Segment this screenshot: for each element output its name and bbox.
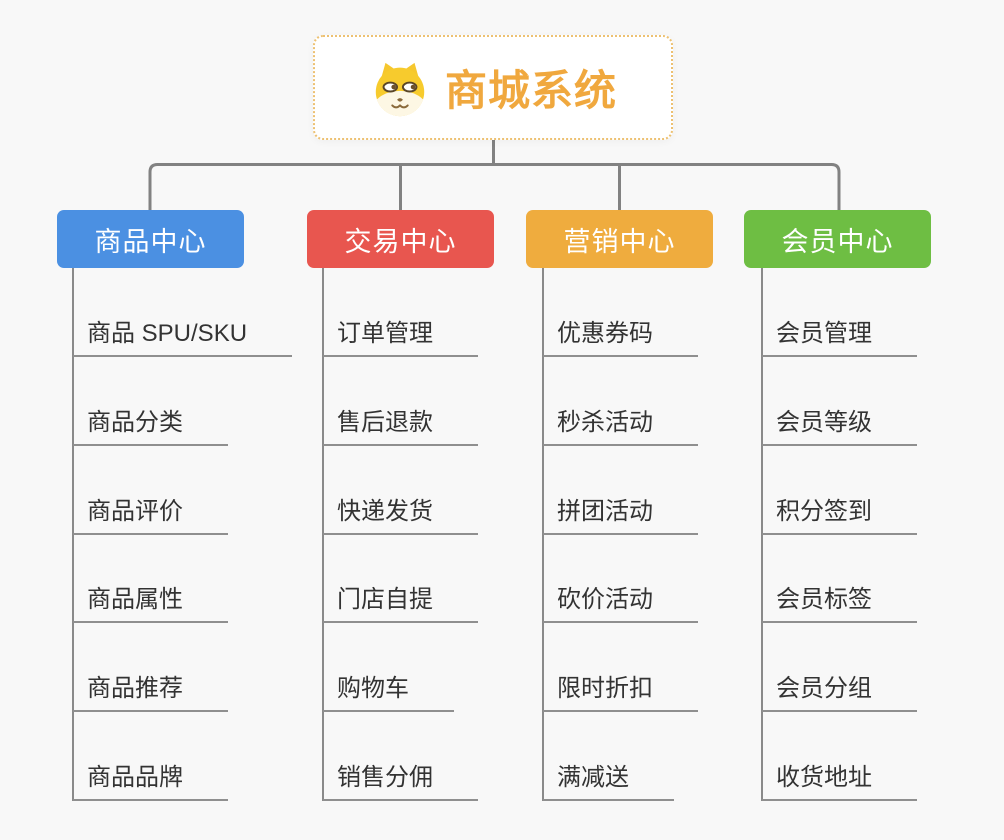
node-item[interactable]: 拼团活动 <box>543 498 698 535</box>
node-item[interactable]: 购物车 <box>323 675 454 712</box>
node-item[interactable]: 商品评价 <box>73 498 228 535</box>
node-item[interactable]: 快递发货 <box>323 498 478 535</box>
root-node[interactable]: 商城系统 <box>313 35 673 140</box>
node-item[interactable]: 秒杀活动 <box>543 409 698 446</box>
branch-header-trade-center[interactable]: 交易中心 <box>307 210 494 268</box>
branch-header-member-center[interactable]: 会员中心 <box>744 210 931 268</box>
branch-label: 会员中心 <box>781 226 894 257</box>
branch-header-marketing-center[interactable]: 营销中心 <box>526 210 713 268</box>
node-item[interactable]: 收货地址 <box>762 764 917 801</box>
root-title: 商城系统 <box>444 67 617 114</box>
node-item[interactable]: 订单管理 <box>323 320 478 357</box>
branch-label: 营销中心 <box>563 226 676 257</box>
node-item[interactable]: 销售分佣 <box>323 764 478 801</box>
branch-label: 交易中心 <box>344 226 457 257</box>
shiba-dog-icon <box>375 62 425 116</box>
branch-header-product-center[interactable]: 商品中心 <box>57 210 244 268</box>
node-item[interactable]: 会员分组 <box>762 675 917 712</box>
node-item[interactable]: 会员等级 <box>762 409 917 446</box>
node-item[interactable]: 售后退款 <box>323 409 478 446</box>
node-item[interactable]: 商品品牌 <box>73 764 228 801</box>
node-item[interactable]: 积分签到 <box>762 498 917 535</box>
node-item[interactable]: 砍价活动 <box>543 586 698 623</box>
node-item[interactable]: 限时折扣 <box>543 675 698 712</box>
node-item[interactable]: 优惠券码 <box>543 320 698 357</box>
node-item[interactable]: 满减送 <box>543 764 674 801</box>
branch-label: 商品中心 <box>94 226 207 257</box>
node-item[interactable]: 会员管理 <box>762 320 917 357</box>
node-item[interactable]: 门店自提 <box>323 586 478 623</box>
node-item[interactable]: 商品属性 <box>73 586 228 623</box>
node-item[interactable]: 商品分类 <box>73 409 228 446</box>
node-item[interactable]: 会员标签 <box>762 586 917 623</box>
node-item[interactable]: 商品 SPU/SKU <box>73 320 293 357</box>
node-item[interactable]: 商品推荐 <box>73 675 228 712</box>
